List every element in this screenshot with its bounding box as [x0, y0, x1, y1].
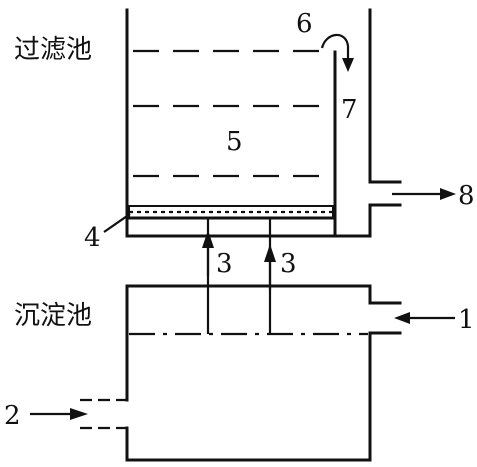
settling-tank [80, 284, 402, 462]
callout-1: 1 [458, 305, 475, 335]
callout-5: 5 [226, 127, 243, 157]
inflow-2-arrow-icon [70, 408, 88, 420]
flow-arrows [30, 188, 456, 420]
callout-8: 8 [458, 181, 475, 211]
settling-tank-label: 沉淀池 [14, 301, 92, 331]
filter-plate [127, 205, 335, 220]
outflow-arrow-icon [440, 188, 456, 200]
callout-3-left: 3 [216, 249, 233, 279]
filter-tank-label: 过滤池 [14, 35, 92, 65]
inflow-1-arrow-icon [394, 312, 410, 324]
overflow-arrow-icon [342, 58, 354, 72]
callout-4: 4 [84, 223, 101, 253]
callout-6: 6 [296, 9, 313, 39]
callout-4-leader [103, 213, 131, 233]
callout-7: 7 [341, 95, 358, 125]
callout-2: 2 [4, 401, 21, 431]
overflow-curve [320, 33, 350, 60]
riser-arrow-right-icon [264, 244, 276, 262]
riser-arrow-left-icon [202, 230, 214, 248]
filter-tank [125, 8, 402, 238]
callout-3-right: 3 [280, 249, 297, 279]
